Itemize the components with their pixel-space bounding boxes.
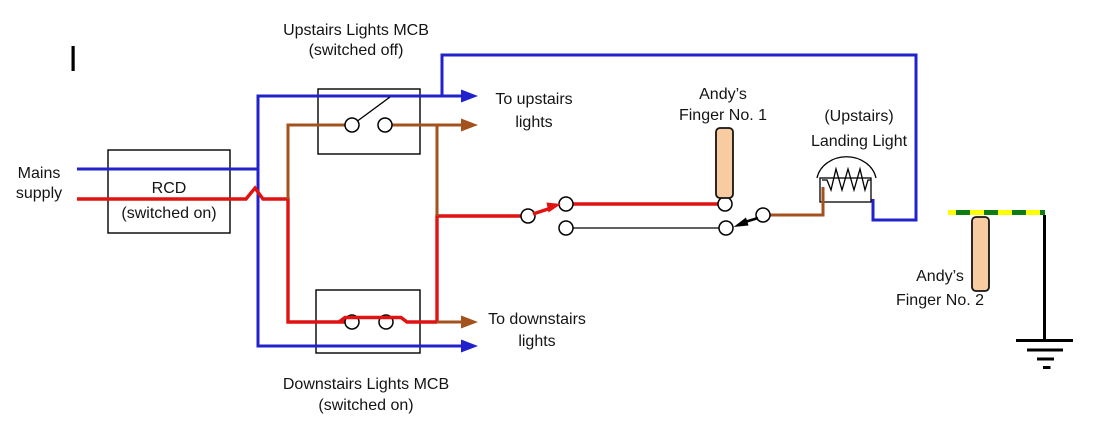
upstairs-mcb-box <box>317 88 421 155</box>
to-upstairs-neutral-arrow <box>461 89 478 103</box>
landing-light-line2: Landing Light <box>810 133 908 150</box>
mains-supply-line1: Mains <box>17 165 61 182</box>
rcd-name: RCD <box>151 180 187 197</box>
stray-mark <box>71 46 75 71</box>
upstairs-mcb-label: Upstairs Lights MCB (switched off) <box>256 21 456 61</box>
upstairs-mcb-state: (switched off) <box>308 42 404 59</box>
downstairs-mcb-name: Downstairs Lights MCB <box>282 376 450 393</box>
strapper-wires-black <box>351 96 726 229</box>
rcd-box <box>107 149 231 234</box>
neutral-wire-blue <box>77 53 918 353</box>
downstairs-mcb-closed-blade <box>337 315 437 324</box>
upstairs-mcb-name: Upstairs Lights MCB <box>283 22 429 39</box>
switch1-blade-arrow <box>532 202 561 216</box>
switch2-blade-arrow <box>733 216 759 227</box>
lamp-icon <box>816 156 877 203</box>
finger-1-line1: Andy’s <box>699 86 747 103</box>
rcd-label: RCD (switched on) <box>108 176 230 226</box>
finger-2-label: Andy’s Finger No. 2 <box>879 265 1001 313</box>
upstairs-mcb-open-blade <box>351 96 391 126</box>
rcd-state: (switched on) <box>121 205 217 222</box>
to-downstairs-lights-label: To downstairs lights <box>483 309 591 353</box>
finger-1-icon <box>715 127 734 199</box>
switched-live-wire-brown <box>286 118 825 329</box>
to-upstairs-line1: To upstairs <box>495 91 573 108</box>
landing-light-label: (Upstairs) Landing Light <box>798 104 920 154</box>
finger-2-line2: Finger No. 2 <box>895 292 985 309</box>
to-upstairs-live-arrow <box>461 118 478 132</box>
finger-2-icon <box>971 216 990 292</box>
to-upstairs-lights-label: To upstairs lights <box>483 88 585 134</box>
finger-2-line1: Andy’s <box>916 268 964 285</box>
mains-supply-line2: supply <box>15 185 63 202</box>
mains-supply-label: Mains supply <box>0 164 78 204</box>
to-downstairs-line2: lights <box>518 333 556 350</box>
landing-light-line1: (Upstairs) <box>824 108 894 125</box>
to-downstairs-line1: To downstairs <box>488 311 586 328</box>
downstairs-mcb-state: (switched on) <box>318 397 414 414</box>
downstairs-mcb-label: Downstairs Lights MCB (switched on) <box>266 374 466 416</box>
finger-1-label: Andy’s Finger No. 1 <box>662 84 784 126</box>
earth-ground-icon <box>1016 215 1073 369</box>
to-downstairs-neutral-arrow <box>461 339 478 353</box>
switch-contacts <box>344 117 771 330</box>
finger-1-line2: Finger No. 1 <box>678 107 768 124</box>
to-downstairs-live-arrow <box>461 315 478 329</box>
to-upstairs-line2: lights <box>515 114 553 131</box>
